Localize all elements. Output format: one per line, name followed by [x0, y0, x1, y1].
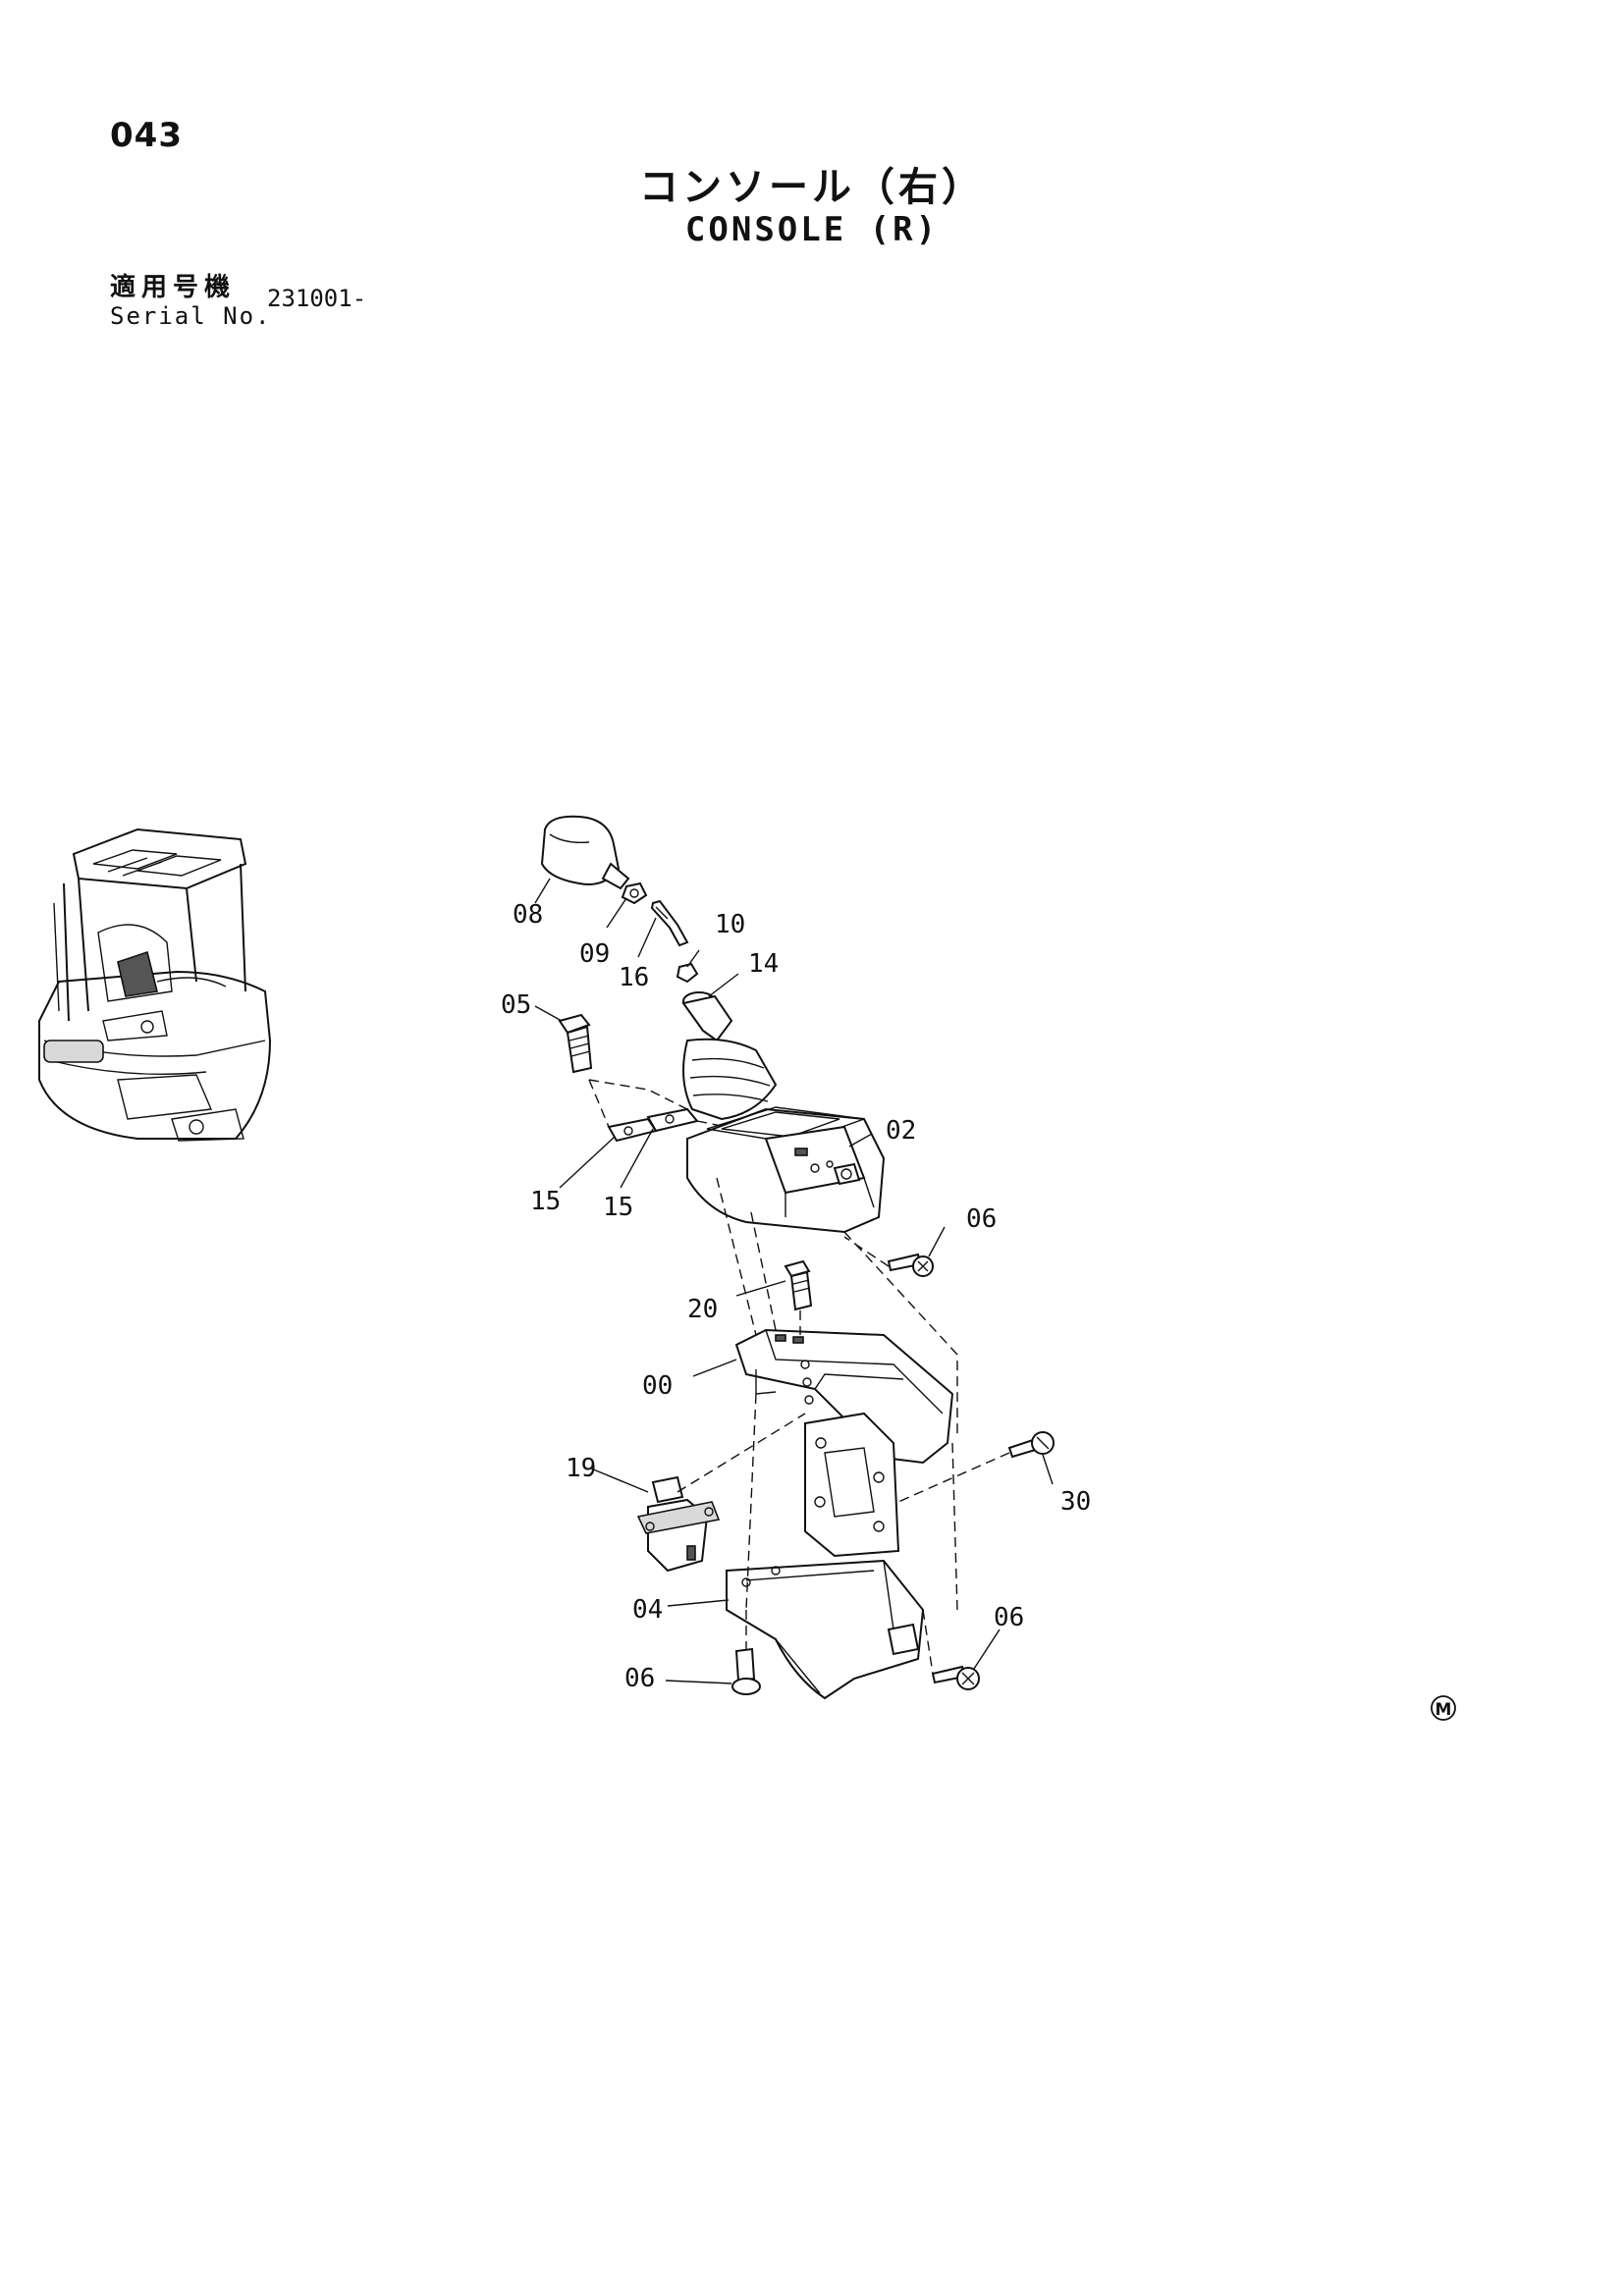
serial-label-jp: 適用号機: [110, 273, 237, 302]
callout-label: 15: [603, 1193, 633, 1222]
callout-label: 02: [886, 1116, 916, 1146]
callout-label: 10: [715, 910, 745, 939]
bolt-part: [558, 1013, 593, 1074]
leader-lines: [534, 878, 1054, 1684]
side-plate-part: [804, 1412, 900, 1558]
lower-cover-part: [726, 1559, 925, 1700]
serial-label-en: Serial No.: [110, 302, 272, 330]
callout-label: 06: [966, 1204, 997, 1234]
callout-label: 08: [513, 900, 543, 930]
svg-text:M: M: [1435, 1700, 1452, 1720]
page-title-en: CONSOLE (R): [684, 210, 940, 249]
rubber-boot-part: [681, 991, 778, 1121]
page-title-jp: コンソール（右）: [639, 165, 985, 210]
bolt-part: [887, 1253, 934, 1277]
serial-value: 231001-: [267, 285, 367, 312]
callout-label: 30: [1060, 1487, 1091, 1517]
callout-labels: 08 09 16 10 14 05 02 15 15 06 20 00 30 1…: [501, 900, 1091, 1693]
bracket-plate-part: [588, 1079, 737, 1143]
console-frame-part: [734, 1328, 954, 1465]
callout-label: 05: [501, 990, 531, 1020]
console-cover-part: [686, 1106, 886, 1234]
callout-label: 06: [994, 1603, 1024, 1632]
callout-label: 16: [619, 963, 649, 992]
bolt-part: [784, 1259, 813, 1311]
m-mark-symbol: M: [1431, 1695, 1456, 1721]
nut-part: [621, 881, 648, 905]
callout-label: 20: [687, 1295, 718, 1324]
page-number: 043: [110, 116, 183, 155]
bolt-part: [931, 1665, 980, 1690]
bolt-part: [1007, 1431, 1055, 1459]
excavator-thumbnail-icon: [38, 828, 272, 1142]
callout-label: 15: [530, 1187, 561, 1216]
callout-label: 04: [632, 1595, 663, 1625]
callout-label: 09: [579, 939, 610, 969]
callout-label: 19: [566, 1454, 596, 1483]
callout-label: 14: [748, 949, 779, 979]
callout-label: 00: [642, 1371, 673, 1401]
lever-shaft-part: [650, 899, 689, 947]
assembly-guide-lines: [677, 1177, 1010, 1675]
bolt-part: [731, 1647, 761, 1695]
switch-part: [636, 1475, 721, 1573]
control-grip-part: [540, 815, 630, 890]
callout-label: 06: [624, 1664, 655, 1693]
